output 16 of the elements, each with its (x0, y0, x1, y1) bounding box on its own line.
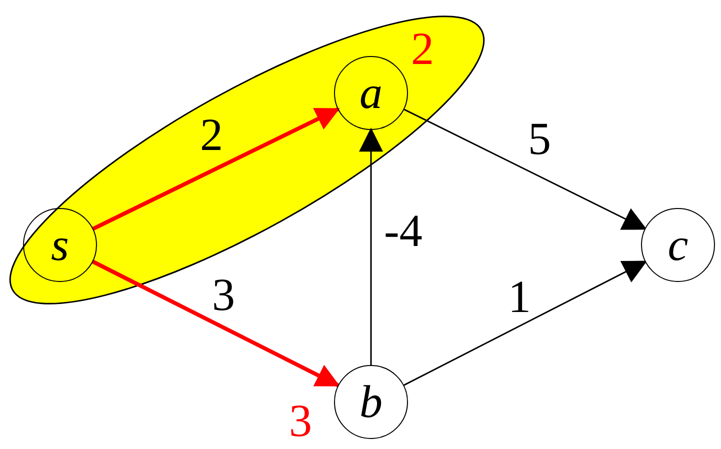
edge-weight: 2 (200, 112, 223, 158)
graph-vertex: a (334, 56, 408, 130)
arrow (92, 260, 340, 388)
arrow (404, 108, 647, 230)
edge-weight: 3 (212, 272, 235, 318)
vertex-distance: 2 (411, 26, 434, 72)
edge-weight: 1 (508, 274, 531, 320)
edge-weight: 5 (528, 116, 551, 162)
arrow (359, 128, 383, 365)
graph-vertex: s (23, 208, 97, 282)
arrow (92, 107, 340, 231)
graph-vertex: b (334, 365, 408, 439)
vertex-distance: 3 (289, 398, 312, 444)
edge-weight: -4 (384, 208, 422, 254)
graph-vertex: c (641, 208, 715, 282)
arrow (404, 260, 648, 386)
